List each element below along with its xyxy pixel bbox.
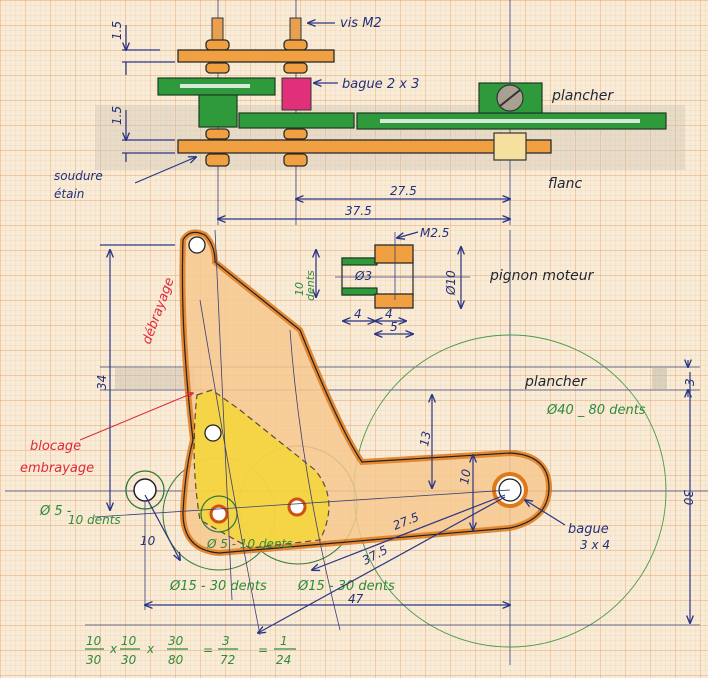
label-pignon-moteur: pignon moteur (489, 268, 595, 284)
label-etain: étain (54, 187, 84, 201)
label-gear5-a-2: 10 dents (68, 513, 121, 527)
lever-pivot (188, 236, 206, 254)
label-gear-40: Ø40 _ 80 dents (546, 403, 646, 418)
dim-1-5-bottom: 1.5 (110, 106, 124, 125)
dim-30: 30 (681, 490, 695, 506)
bushing-side (493, 132, 527, 161)
ratio-r1-num: 3 (222, 634, 230, 648)
label-plancher-front: plancher (524, 374, 587, 390)
dim-diameter-10: Ø10 (444, 270, 458, 296)
dim-34: 34 (95, 375, 109, 390)
pinion-side (198, 94, 238, 128)
label-flanc: flanc (548, 176, 582, 192)
ratio-equals-2: = (258, 643, 268, 657)
label-bague-size: 3 x 4 (580, 538, 610, 552)
dim-27-5-top: 27.5 (390, 184, 417, 198)
label-bague: bague (568, 522, 609, 537)
label-vis-m2: vis M2 (340, 16, 382, 31)
dim-47: 47 (348, 592, 364, 606)
ratio-f2-den: 30 (121, 653, 137, 667)
label-gear5-a-1: Ø 5 - (39, 504, 72, 519)
label-gear15-b: Ø15 - 30 dents (297, 579, 395, 594)
label-bague-2x3: bague 2 x 3 (342, 77, 419, 92)
label-10: 10 (293, 282, 306, 296)
ratio-times-2: x (146, 642, 155, 656)
ratio-r1-den: 72 (220, 653, 235, 667)
ratio-times-1: x (109, 642, 118, 656)
label-blocage: blocage (30, 439, 81, 454)
ratio-f3-den: 80 (168, 653, 184, 667)
label-soudure: soudure (54, 169, 103, 183)
label-gear15-a: Ø15 - 30 dents (169, 579, 267, 594)
label-plancher-top: plancher (551, 88, 614, 104)
ratio-r2-num: 1 (280, 634, 288, 648)
spacer-2x3 (281, 77, 312, 111)
ratio-f3-num: 30 (168, 634, 184, 648)
top-plate (177, 49, 335, 63)
screw-left (205, 17, 230, 167)
label-bore: Ø3 (354, 269, 372, 283)
lock-pivot (204, 424, 222, 442)
dim-13: 13 (417, 430, 433, 447)
dim-5: 5 (390, 320, 398, 334)
front-view: plancher 3 Ø40 _ 80 dents débrayage bloc… (5, 229, 708, 665)
dim-4a: 4 (354, 307, 362, 321)
ratio-f2-num: 10 (121, 634, 137, 648)
dim-1-5-top: 1.5 (110, 21, 124, 40)
dim-10-vertical: 10 (457, 468, 474, 486)
ratio-f1-num: 10 (86, 634, 102, 648)
ratio-f1-den: 30 (86, 653, 102, 667)
gear-mid-side (238, 112, 355, 129)
ratio-r2-den: 24 (276, 653, 291, 667)
pinion-detail: Ø3 M2.5 Ø10 pignon moteur 10 dents 4 4 5 (293, 226, 595, 334)
gear-ratio-equation: 10 30 x 10 30 x 30 80 = 3 72 = 1 24 (85, 634, 296, 667)
dim-37-5-top: 37.5 (345, 204, 372, 218)
label-embrayage: embrayage (20, 461, 94, 476)
top-view-assembly: 1.5 1.5 vis M2 bague 2 x 3 plancher flan… (54, 0, 685, 225)
dim-4b: 4 (385, 307, 393, 321)
intermediate-hub (287, 497, 307, 517)
label-gear5-b: Ø 5 - 10 dents (206, 537, 293, 551)
label-m2-5: M2.5 (420, 226, 449, 240)
label-dents: dents (304, 270, 317, 301)
dim-10: 10 (140, 534, 156, 548)
ratio-equals-1: = (203, 643, 213, 657)
side-plate (177, 139, 552, 154)
